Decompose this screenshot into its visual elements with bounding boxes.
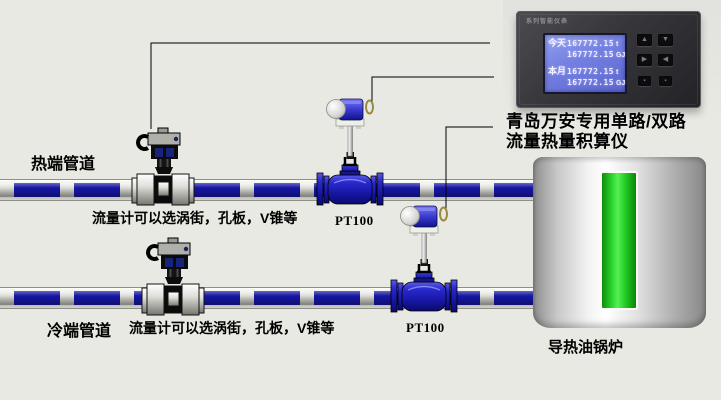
lcd-row-value: 167772.15: [567, 50, 614, 59]
pt100-label-bottom: PT100: [406, 320, 445, 335]
flange-foot: [430, 233, 435, 236]
sensor-stem: [347, 125, 353, 157]
lcd-row: 167772.15 GJ: [545, 50, 625, 64]
cold-pipe: [0, 287, 545, 309]
meter-body: [131, 173, 195, 206]
hot-pipe-label: 热端管道: [31, 156, 96, 173]
flow-note-bottom: 流量计可以选涡街，孔板，V锥等: [129, 320, 335, 336]
level-indicator: [600, 171, 638, 310]
brand-text: 系列智能仪表: [526, 19, 569, 25]
device-button-fn2: ▪: [659, 76, 672, 86]
device-button-left: ◀: [658, 54, 673, 66]
pipe-shading: [0, 183, 545, 197]
cold-pipe-label: 冷端管道: [47, 323, 112, 340]
device-button-right: ▶: [637, 54, 652, 66]
actuator: [136, 127, 181, 174]
device-button-up: ▲: [637, 34, 652, 46]
lcd-row-unit: GJ: [615, 80, 626, 87]
sensor-cap: [326, 99, 346, 119]
lcd-row-value: 167772.15: [567, 78, 614, 87]
lcd-row-value: 167772.15: [567, 67, 614, 76]
pipe-shading: [0, 291, 545, 305]
pt100-sensor-hot: [316, 98, 384, 206]
lcd-row: 今天 167772.15 t: [545, 36, 625, 50]
lcd-row-value: 167772.15: [567, 39, 614, 48]
lcd-display: 今天 167772.15 t 167772.15 GJ 本月 167772.15…: [543, 33, 627, 94]
flow-note-top: 流量计可以选涡街，孔板，V锥等: [92, 210, 298, 226]
hot-pipe: [0, 179, 545, 201]
head-highlight: [415, 208, 435, 211]
lcd-row-unit: GJ: [615, 52, 626, 59]
device-caption-line1: 青岛万安专用单路/双路: [506, 112, 687, 131]
lcd-row-unit: t: [615, 69, 619, 76]
boiler-label: 导热油锅炉: [548, 339, 624, 356]
wire-ring: [365, 99, 374, 115]
tee-fitting: [390, 271, 458, 313]
sensor-bracket: [343, 157, 357, 167]
lcd-row: 本月 167772.15 t: [545, 64, 625, 78]
flange-foot: [356, 126, 361, 129]
signal-line-pt100-hot: [371, 76, 494, 104]
lcd-row-label: 今天: [548, 38, 567, 48]
boiler-tank: [533, 157, 706, 328]
device-button-down: ▼: [658, 34, 673, 46]
pt100-label-top: PT100: [335, 213, 374, 228]
flange-foot: [413, 233, 418, 236]
flow-meter-cold: [141, 237, 205, 316]
device-button-fn1: ▪: [638, 76, 651, 86]
heat-calculator-device: 系列智能仪表 今天 167772.15 t 167772.15 GJ 本月 16…: [516, 11, 701, 108]
lcd-row-label: 本月: [548, 66, 567, 76]
flow-meter-hot: [131, 127, 195, 206]
flange-foot: [339, 126, 344, 129]
sensor-bracket: [417, 264, 431, 274]
sensor-cap: [400, 206, 420, 226]
sensor-stem: [421, 232, 427, 264]
meter-body: [141, 283, 205, 316]
wire-ring: [439, 206, 448, 222]
actuator: [146, 237, 191, 284]
tee-fitting: [316, 164, 384, 206]
lcd-row: 167772.15 GJ: [545, 78, 625, 92]
lcd-row-unit: t: [615, 41, 619, 48]
device-caption-line2: 流量热量积算仪: [506, 132, 629, 151]
pt100-sensor-cold: [390, 205, 458, 313]
